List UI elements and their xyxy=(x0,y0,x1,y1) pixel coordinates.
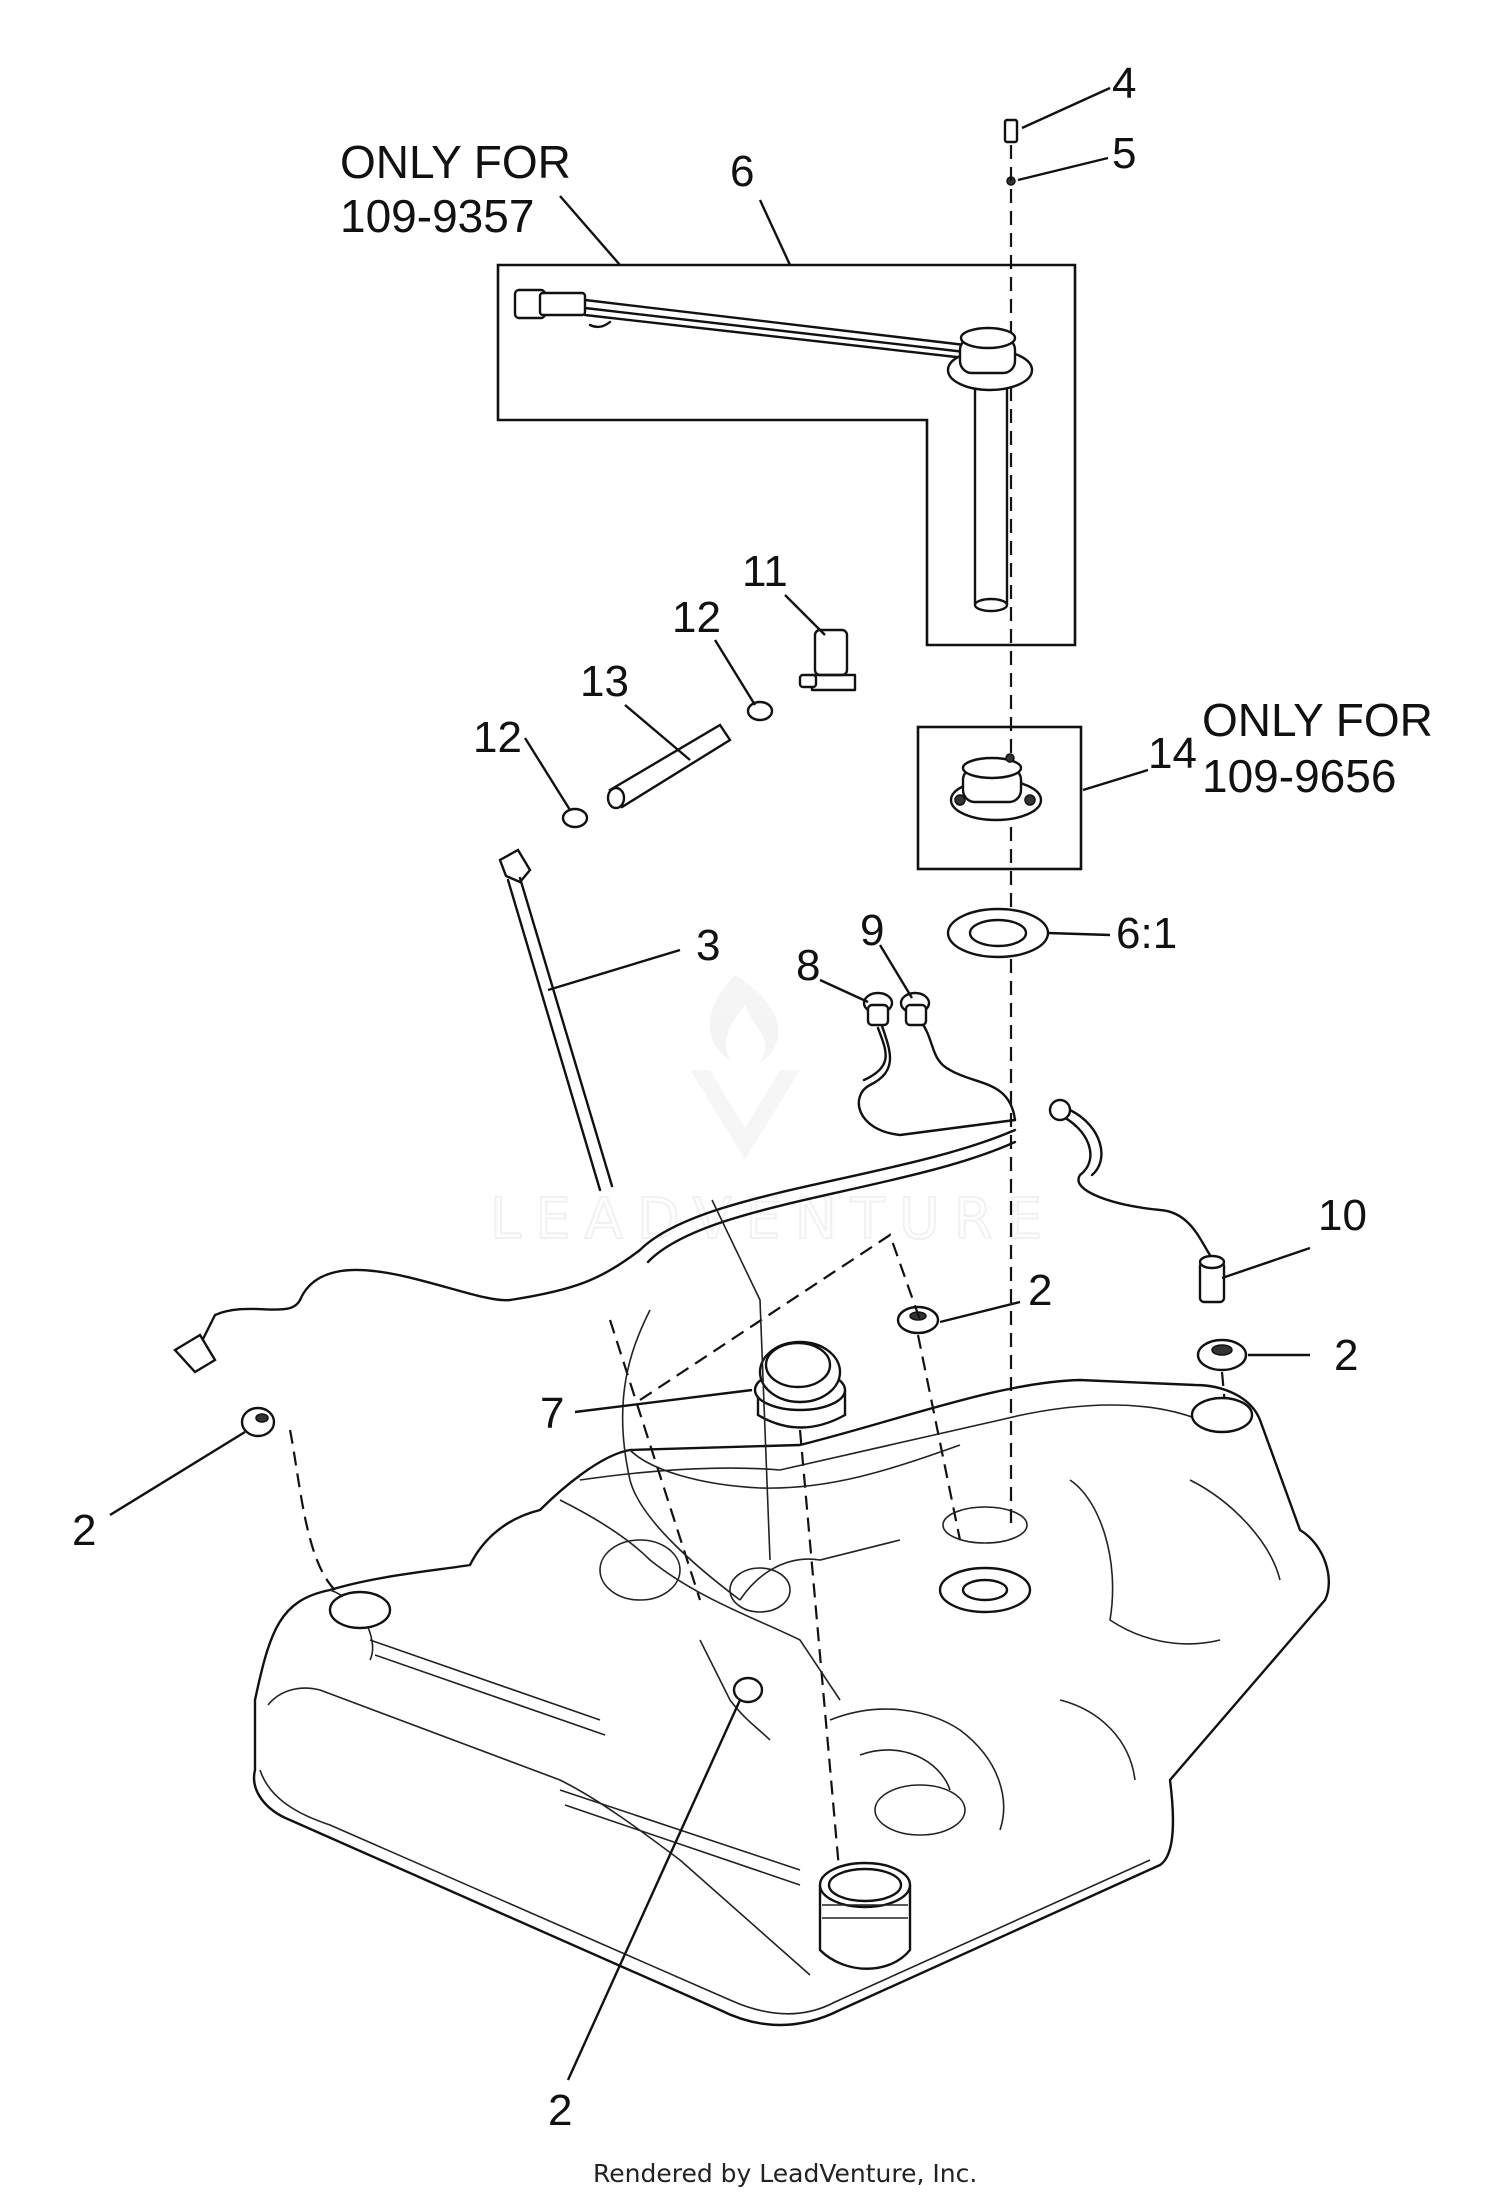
callout-5: 5 xyxy=(1112,129,1136,178)
tube-part-3 xyxy=(498,848,614,1192)
grommet-part-2-c xyxy=(240,1406,276,1438)
assembly-line-diagonal xyxy=(639,1233,922,1401)
watermark-v-icon xyxy=(690,1070,800,1160)
callout-2-right: 2 xyxy=(1334,1331,1358,1380)
grommet-part-2-b xyxy=(1196,1338,1248,1372)
callout-11: 11 xyxy=(742,547,788,596)
callout-14: 14 xyxy=(1148,729,1197,778)
vent-valve-part-11 xyxy=(798,628,857,692)
clamp-part-12-lower xyxy=(561,807,589,829)
hose-part-13 xyxy=(606,723,732,810)
note-a-line1: ONLY FOR xyxy=(340,136,571,188)
watermark-text: LEADVENTURE xyxy=(490,1187,1056,1252)
callout-4: 4 xyxy=(1112,59,1136,108)
filler-neck xyxy=(818,1861,912,1970)
grommet-part-2-a xyxy=(896,1305,940,1335)
callout-8: 8 xyxy=(796,941,820,990)
sender-box-14 xyxy=(916,725,1083,871)
callout-9: 9 xyxy=(860,906,884,955)
fuel-tank xyxy=(252,1199,1330,2027)
fuel-cap-part-7 xyxy=(753,1340,847,1429)
footer-credit: Rendered by LeadVenture, Inc. xyxy=(593,2159,977,2188)
callout-12-upper: 12 xyxy=(672,593,721,642)
note-a-line2: 109-9357 xyxy=(340,190,534,242)
callout-12-lower: 12 xyxy=(473,713,522,762)
assembly-line-tube xyxy=(608,1319,702,1601)
fitting-part-9 xyxy=(899,991,931,1027)
callout-6-1: 6:1 xyxy=(1116,909,1177,958)
note-b-line1: ONLY FOR xyxy=(1202,694,1433,746)
callout-2-left: 2 xyxy=(72,1506,96,1555)
screw-part-4 xyxy=(1003,118,1019,144)
note-only-for-109-9656: ONLY FOR 109-9656 xyxy=(1202,694,1433,802)
callout-13: 13 xyxy=(580,657,629,706)
note-only-for-109-9357: ONLY FOR 109-9357 xyxy=(340,136,571,242)
callout-6: 6 xyxy=(730,147,754,196)
fuel-sender-part-14 xyxy=(949,753,1043,822)
gasket-part-6-1 xyxy=(946,907,1050,959)
callout-10: 10 xyxy=(1318,1191,1367,1240)
fuel-sender-part-6 xyxy=(513,288,1034,613)
assembly-line-grommet-a xyxy=(916,1334,962,1541)
grommet-part-2-d xyxy=(732,1676,764,1704)
callouts: 4 5 6 11 12 13 12 14 6:1 3 8 9 10 2 2 7 … xyxy=(72,59,1367,2135)
leader-lines xyxy=(109,86,1311,2081)
watermark: LEADVENTURE xyxy=(489,975,1056,1253)
clamp-part-12-upper xyxy=(746,700,774,722)
callout-7: 7 xyxy=(540,1389,564,1438)
assembly-line-grommet-c xyxy=(288,1429,336,1591)
fuel-lines xyxy=(173,1018,1212,1374)
fitting-part-10 xyxy=(1198,1254,1226,1304)
fitting-part-8 xyxy=(862,991,894,1027)
assembly-line-cap xyxy=(798,1429,842,1881)
callout-2-bottom: 2 xyxy=(548,2086,572,2135)
callout-2-center: 2 xyxy=(1028,1266,1052,1315)
watermark-flame-icon xyxy=(710,975,779,1062)
note-b-line2: 109-9656 xyxy=(1202,750,1396,802)
callout-3: 3 xyxy=(696,921,720,970)
sender-box-6 xyxy=(496,263,1077,647)
